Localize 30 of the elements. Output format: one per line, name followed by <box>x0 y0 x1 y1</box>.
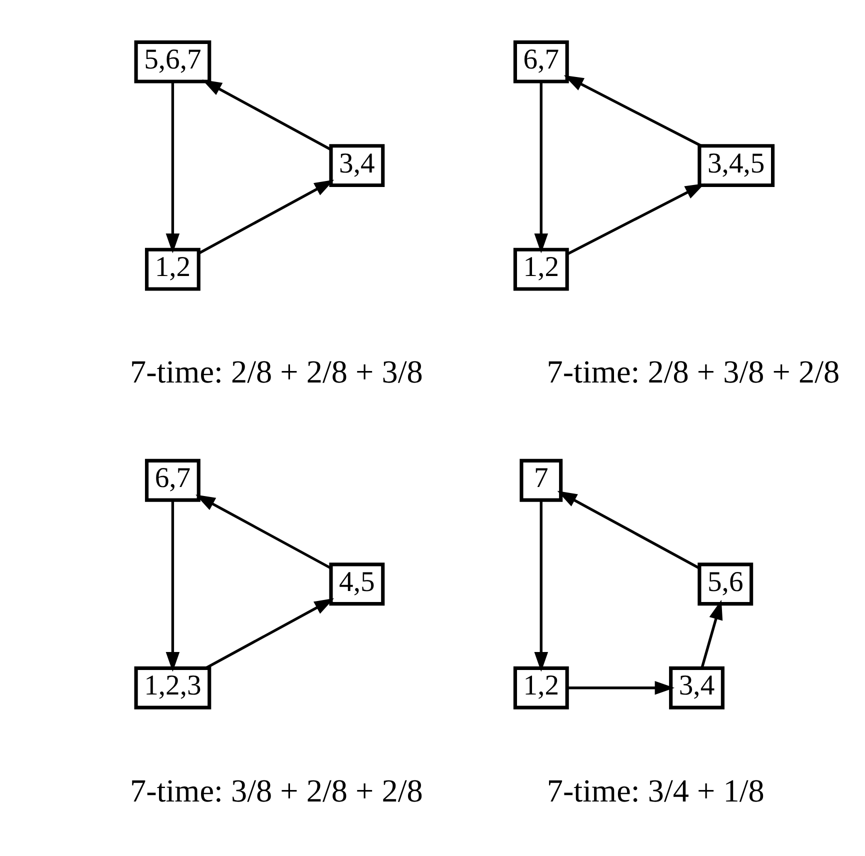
arrow <box>557 490 700 569</box>
node-box: 5,6 <box>698 562 754 606</box>
arrow <box>202 79 332 150</box>
node-box: 6,7 <box>144 458 200 502</box>
node-box: 3,4 <box>329 144 385 187</box>
arrow <box>166 500 180 672</box>
node-box: 6,7 <box>513 40 569 83</box>
node-box: 1,2 <box>513 666 569 709</box>
label: 7-time: 2/8 + 3/8 + 2/8 <box>546 353 840 390</box>
arrow <box>534 500 548 672</box>
arrow <box>566 182 705 255</box>
node-box: 1,2 <box>513 247 569 290</box>
arrow <box>700 599 723 668</box>
label: 7-time: 2/8 + 2/8 + 3/8 <box>130 353 423 390</box>
node-box: 1,2,3 <box>134 666 212 709</box>
arrow <box>196 494 332 569</box>
arrow <box>205 598 334 669</box>
node-box: 7 <box>520 458 563 502</box>
arrow <box>198 179 334 254</box>
node-box: 3,4,5 <box>698 144 775 187</box>
arrow <box>166 81 180 253</box>
node-box: 1,2 <box>144 247 200 290</box>
node-box: 5,6,7 <box>134 40 212 83</box>
arrow <box>564 74 702 146</box>
arrow <box>567 680 675 694</box>
arrow <box>534 81 548 253</box>
label: 7-time: 3/8 + 2/8 + 2/8 <box>130 772 423 808</box>
node-box: 4,5 <box>329 562 385 606</box>
node-box: 3,4 <box>669 666 724 709</box>
label: 7-time: 3/4 + 1/8 <box>546 772 764 808</box>
